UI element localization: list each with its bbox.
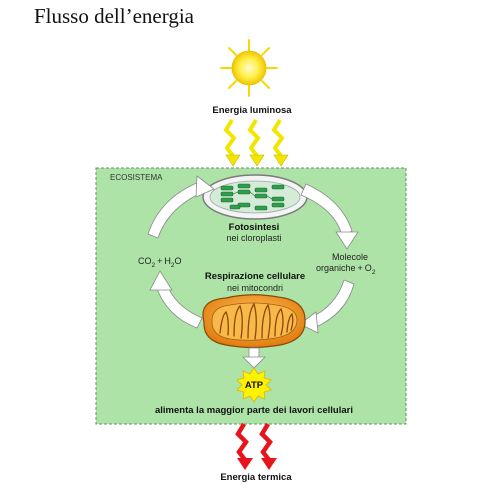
mitochondrion-icon	[202, 294, 306, 349]
chloroplast-icon	[202, 174, 308, 220]
atp-label: ATP	[245, 380, 264, 391]
inputs-co2-h2o: CO2+H2O	[138, 256, 182, 269]
photosynthesis-location: nei cloroplasti	[226, 233, 281, 243]
light-arrow	[247, 118, 261, 158]
photosynthesis-label: Fotosintesi	[229, 222, 280, 233]
cycle-arrow-head	[335, 231, 359, 250]
energy-out-label: Energia termica	[220, 472, 292, 483]
heat-arrow	[259, 422, 273, 462]
respiration-label: Respirazione cellulare	[205, 271, 305, 282]
cycle-arrow-top-left	[147, 181, 204, 239]
heat-arrow	[235, 422, 249, 462]
cycle-arrow-head	[149, 270, 173, 291]
light-energy-arrows	[223, 118, 285, 158]
light-arrow	[223, 118, 237, 158]
light-arrow	[271, 118, 285, 158]
cycle-arrow-head	[195, 175, 215, 198]
heat-energy-arrows	[235, 422, 273, 462]
cycle-arrows	[147, 175, 359, 334]
atp-use-label: alimenta la maggior parte dei lavori cel…	[155, 405, 353, 416]
respiration-location: nei mitocondri	[227, 283, 283, 293]
sun-icon	[220, 39, 278, 97]
cycle-arrow-head	[299, 311, 319, 334]
cycle-arrow-top-right	[300, 183, 353, 237]
page-title: Flusso dell’energia	[34, 4, 195, 28]
ecosystem-label: ECOSISTEMA	[110, 173, 163, 182]
atp-starburst-icon	[236, 367, 272, 403]
outputs-organic-o2: organiche+O2	[316, 263, 376, 276]
energy-in-label: Energia luminosa	[212, 105, 292, 116]
outputs-organic-molecules: Molecole	[332, 252, 368, 262]
atp-down-arrow	[242, 347, 266, 369]
